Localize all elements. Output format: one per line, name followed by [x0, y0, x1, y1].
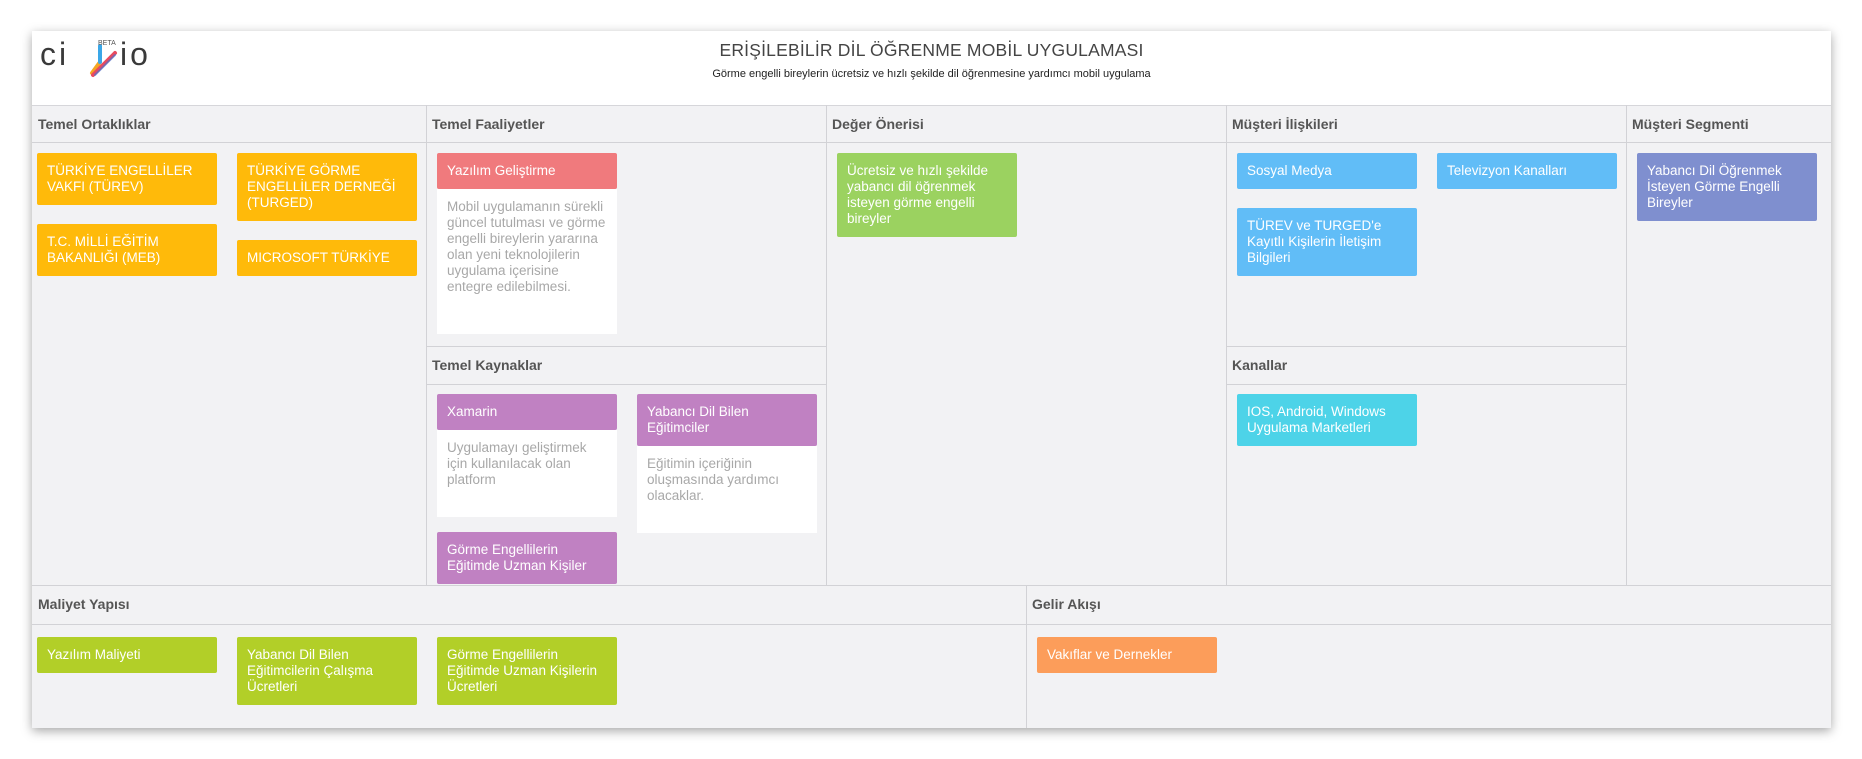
- segment-card[interactable]: Yabancı Dil Öğrenmek İsteyen Görme Engel…: [1637, 153, 1817, 221]
- section-key-resources: Temel Kaynaklar Xamarin Uygulamayı geliş…: [426, 346, 826, 585]
- grid-line: [426, 384, 826, 385]
- section-key-activities: Temel Faaliyetler Yazılım Geliştirme Mob…: [426, 105, 826, 346]
- partner-card[interactable]: TÜRKİYE GÖRME ENGELLİLER DERNEĞİ (TURGED…: [237, 153, 417, 221]
- resource-card[interactable]: Xamarin: [437, 394, 617, 430]
- logo-text-right: io: [120, 36, 151, 72]
- logo-mark: ci BETA io: [40, 36, 151, 77]
- app-logo[interactable]: ci BETA io: [40, 35, 190, 95]
- grid-line: [1626, 105, 1627, 585]
- resource-card[interactable]: Görme Engellilerin Eğitimde Uzman Kişile…: [437, 532, 617, 584]
- section-title: Temel Faaliyetler: [432, 116, 545, 132]
- activity-card-description: Mobil uygulamanın sürekli güncel tutulma…: [437, 189, 617, 334]
- revenue-card[interactable]: Vakıflar ve Dernekler: [1037, 637, 1217, 673]
- grid-line: [32, 624, 1831, 625]
- grid-line: [32, 142, 1831, 143]
- section-title: Değer Önerisi: [832, 116, 924, 132]
- section-customer-segments: Müşteri Segmenti Yabancı Dil Öğrenmek İs…: [1626, 105, 1831, 585]
- section-title: Gelir Akışı: [1032, 596, 1101, 612]
- partner-card[interactable]: MICROSOFT TÜRKİYE: [237, 240, 417, 276]
- resource-card-description: Eğitimin içeriğinin oluşmasında yardımcı…: [637, 446, 817, 533]
- grid-line: [1226, 105, 1227, 585]
- grid-line: [32, 585, 1831, 586]
- business-model-canvas: ci BETA io ERİŞİLEBİLİR DİL ÖĞRENME MOBİ…: [32, 31, 1831, 728]
- section-customer-relationships: Müşteri İlişkileri Sosyal Medya Televizy…: [1226, 105, 1626, 346]
- cost-card[interactable]: Yabancı Dil Bilen Eğitimcilerin Çalışma …: [237, 637, 417, 705]
- section-title: Temel Kaynaklar: [432, 357, 543, 373]
- grid-line: [426, 105, 427, 585]
- page-subtitle: Görme engelli bireylerin ücretsiz ve hız…: [712, 68, 1151, 80]
- channel-card[interactable]: IOS, Android, Windows Uygulama Marketler…: [1237, 394, 1417, 446]
- resource-card-description: Uygulamayı geliştirmek için kullanılacak…: [437, 430, 617, 517]
- header-bar: ci BETA io ERİŞİLEBİLİR DİL ÖĞRENME MOBİ…: [32, 31, 1831, 106]
- page-title: ERİŞİLEBİLİR DİL ÖĞRENME MOBİL UYGULAMAS…: [719, 40, 1144, 60]
- section-title: Müşteri Segmenti: [1632, 116, 1749, 132]
- value-card[interactable]: Ücretsiz ve hızlı şekilde yabancı dil öğ…: [837, 153, 1017, 237]
- section-channels: Kanallar IOS, Android, Windows Uygulama …: [1226, 346, 1626, 585]
- section-key-partners: Temel Ortaklıklar TÜRKİYE ENGELLİLER VAK…: [32, 105, 426, 585]
- relationship-card[interactable]: Sosyal Medya: [1237, 153, 1417, 189]
- resource-card[interactable]: Yabancı Dil Bilen Eğitimciler: [637, 394, 817, 446]
- section-cost-structure: Maliyet Yapısı Yazılım Maliyeti Yabancı …: [32, 585, 1026, 728]
- partner-card[interactable]: TÜRKİYE ENGELLİLER VAKFI (TÜREV): [37, 153, 217, 205]
- section-title: Müşteri İlişkileri: [1232, 116, 1338, 132]
- activity-card[interactable]: Yazılım Geliştirme: [437, 153, 617, 189]
- section-title: Kanallar: [1232, 357, 1288, 373]
- section-title: Maliyet Yapısı: [38, 596, 130, 612]
- section-title: Temel Ortaklıklar: [38, 116, 151, 132]
- grid-line: [1226, 384, 1626, 385]
- logo-beta-badge: BETA: [98, 40, 116, 47]
- grid-line: [1226, 346, 1626, 347]
- grid-line: [826, 105, 827, 585]
- grid-line: [1026, 585, 1027, 728]
- logo-text-left: ci: [40, 36, 69, 72]
- grid-line: [426, 346, 826, 347]
- cost-card[interactable]: Yazılım Maliyeti: [37, 637, 217, 673]
- relationship-card[interactable]: Televizyon Kanalları: [1437, 153, 1617, 189]
- section-revenue-streams: Gelir Akışı Vakıflar ve Dernekler: [1026, 585, 1831, 728]
- relationship-card[interactable]: TÜREV ve TURGED'e Kayıtlı Kişilerin İlet…: [1237, 208, 1417, 276]
- partner-card[interactable]: T.C. MİLLİ EĞİTİM BAKANLIĞI (MEB): [37, 224, 217, 276]
- cost-card[interactable]: Görme Engellilerin Eğitimde Uzman Kişile…: [437, 637, 617, 705]
- section-value-proposition: Değer Önerisi Ücretsiz ve hızlı şekilde …: [826, 105, 1226, 585]
